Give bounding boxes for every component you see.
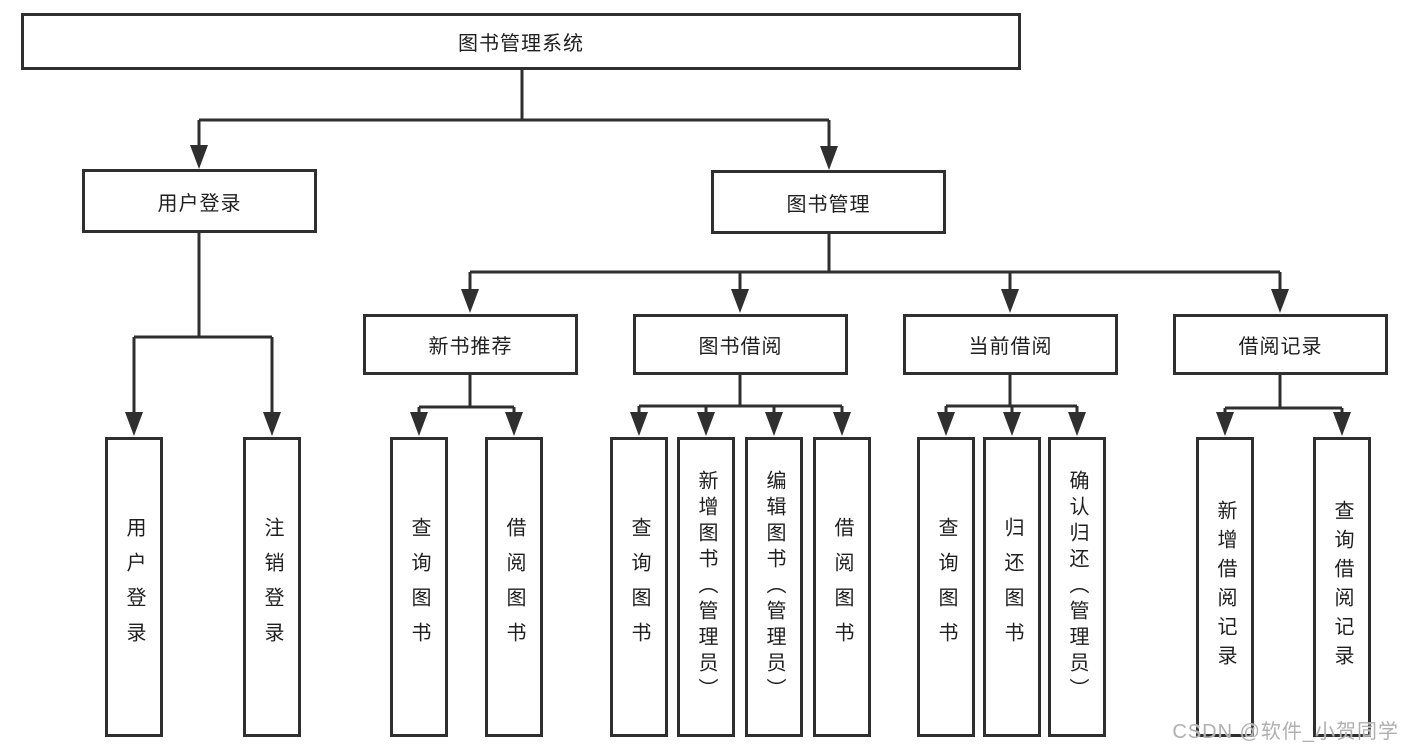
leaf-user-login-label: 用户登录	[123, 517, 145, 657]
leaf-cb-confirm-return-admin: 确认归还（管理员）	[1048, 437, 1106, 737]
node-user-login: 用户登录	[82, 169, 317, 233]
leaf-br-query-borrow-record-label: 查询借阅记录	[1331, 500, 1353, 674]
leaf-nbr-query-books: 查询图书	[390, 437, 448, 737]
node-borrowing-records: 借阅记录	[1173, 314, 1388, 375]
leaf-cb-return-books: 归还图书	[983, 437, 1041, 737]
node-new-book-recommend: 新书推荐	[363, 314, 578, 375]
csdn-watermark: CSDN @软件_小贺同学	[1172, 721, 1399, 743]
leaf-cb-query-books: 查询图书	[917, 437, 975, 737]
leaf-bb-borrow-books-label: 借阅图书	[831, 517, 853, 657]
leaf-bb-borrow-books: 借阅图书	[813, 437, 871, 737]
leaf-bb-add-books-admin-label: 新增图书（管理员）	[695, 470, 717, 704]
node-borrowing-records-label: 借阅记录	[1238, 336, 1323, 358]
node-book-borrowing: 图书借阅	[633, 314, 848, 375]
leaf-nbr-borrow-books-label: 借阅图书	[503, 517, 525, 657]
leaf-cb-confirm-return-admin-label: 确认归还（管理员）	[1066, 470, 1088, 704]
node-user-login-label: 用户登录	[157, 192, 242, 215]
leaf-br-add-borrow-record-label: 新增借阅记录	[1214, 500, 1236, 674]
leaf-bb-edit-books-admin-label: 编辑图书（管理员）	[763, 470, 785, 704]
leaf-nbr-query-books-label: 查询图书	[408, 517, 430, 657]
leaf-bb-query-books: 查询图书	[610, 437, 668, 737]
leaf-br-add-borrow-record: 新增借阅记录	[1196, 437, 1254, 737]
leaf-user-login: 用户登录	[105, 437, 163, 737]
leaf-nbr-borrow-books: 借阅图书	[485, 437, 543, 737]
node-root-label: 图书管理系统	[458, 33, 584, 55]
node-book-borrowing-label: 图书借阅	[698, 336, 783, 358]
node-book-management: 图书管理	[711, 170, 946, 234]
leaf-br-query-borrow-record: 查询借阅记录	[1313, 437, 1371, 737]
leaf-bb-edit-books-admin: 编辑图书（管理员）	[745, 437, 803, 737]
leaf-logout: 注销登录	[243, 437, 301, 737]
leaf-cb-query-books-label: 查询图书	[935, 517, 957, 657]
leaf-bb-add-books-admin: 新增图书（管理员）	[677, 437, 735, 737]
node-root: 图书管理系统	[21, 13, 1021, 70]
node-new-book-recommend-label: 新书推荐	[428, 336, 513, 358]
leaf-cb-return-books-label: 归还图书	[1001, 517, 1023, 657]
node-current-borrowing: 当前借阅	[903, 314, 1118, 375]
node-current-borrowing-label: 当前借阅	[968, 336, 1053, 358]
node-book-management-label: 图书管理	[786, 193, 871, 216]
leaf-logout-label: 注销登录	[261, 517, 283, 657]
leaf-bb-query-books-label: 查询图书	[628, 517, 650, 657]
